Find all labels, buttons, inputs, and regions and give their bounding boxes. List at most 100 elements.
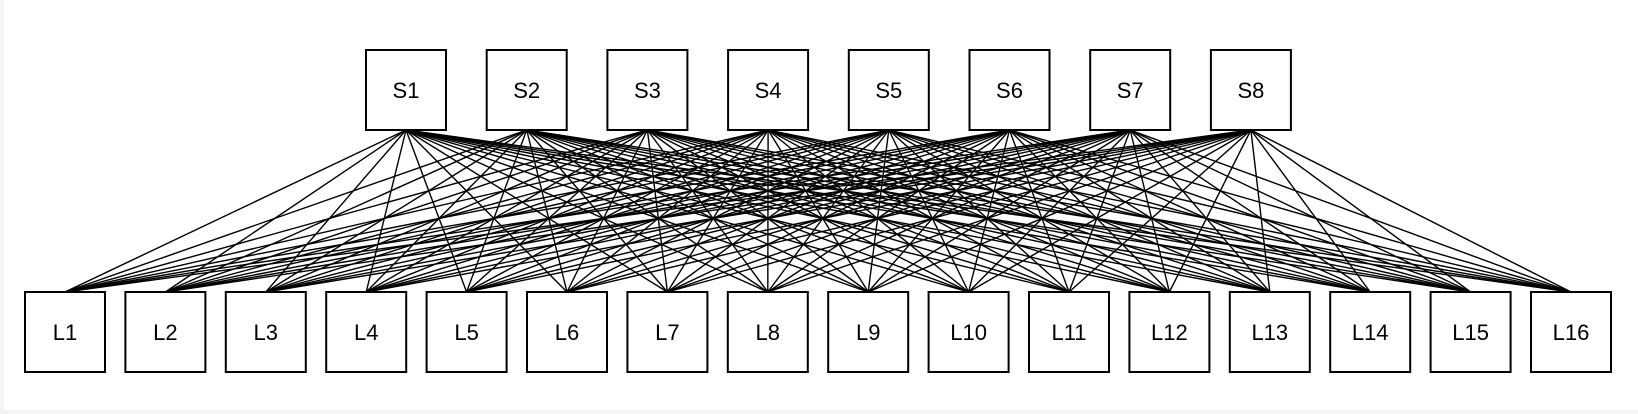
spine-node-s6: S6 [968,49,1051,131]
leaf-node-l3: L3 [224,291,307,373]
spine-label: S8 [1237,78,1264,103]
edge-s6-l16 [1009,129,1572,293]
leaf-node-l16: L16 [1530,291,1612,373]
leaf-box [1128,291,1211,373]
edge-s8-l5 [466,129,1252,293]
leaf-node-l10: L10 [927,291,1010,373]
edge-s8-l14 [1250,129,1371,293]
edge-s6-l1 [64,129,1010,293]
edge-s8-l3 [265,129,1252,293]
spine-label: S6 [996,78,1023,103]
leaf-box [526,291,608,373]
leaf-node-l5: L5 [425,291,508,373]
edges-layer [64,129,1572,293]
spine-box [485,49,568,131]
spine-label: S7 [1117,78,1144,103]
leaf-node-l4: L4 [325,291,408,373]
leaf-node-l1: L1 [24,291,106,373]
edge-s7-l5 [466,129,1131,293]
edge-s8-l7 [667,129,1252,293]
leaf-node-l6: L6 [526,291,608,373]
edge-s8-l15 [1250,129,1472,293]
spine-label: S4 [755,78,782,103]
leaf-label: L1 [53,320,77,345]
edge-s8-l16 [1250,129,1572,293]
leaf-label: L13 [1251,320,1288,345]
left-border-strip [0,0,4,414]
spine-node-s3: S3 [606,49,689,131]
edge-s5-l4 [365,129,890,293]
edge-s8-l11 [1068,129,1252,293]
edge-s4-l1 [64,129,769,293]
leaf-label: L4 [354,320,378,345]
spine-label: S2 [513,78,540,103]
edge-s1-l5 [405,129,468,293]
leaf-label: L7 [655,320,679,345]
edge-s6-l2 [165,129,1010,293]
leaf-node-l15: L15 [1429,291,1512,373]
edge-s5-l6 [566,129,890,293]
leaf-node-l7: L7 [626,291,709,373]
leaf-node-l9: L9 [827,291,910,373]
edge-s8-l1 [64,129,1251,293]
edge-s8-l13 [1250,129,1271,293]
leaf-label: L16 [1553,320,1590,345]
edge-s5-l5 [466,129,890,293]
leaf-box [1228,291,1311,373]
edge-s6-l14 [1009,129,1371,293]
edge-s8-l9 [867,129,1252,293]
leaf-label: L8 [756,320,780,345]
edge-s7-l2 [165,129,1131,293]
leaf-box [124,291,207,373]
spine-label: S5 [875,78,902,103]
leaf-box [425,291,508,373]
leaf-box [24,291,106,373]
leaf-label: L6 [555,320,579,345]
spine-label: S3 [634,78,661,103]
leaf-label: L11 [1051,320,1086,345]
spine-box [727,49,810,131]
spine-node-s7: S7 [1089,49,1172,131]
leaf-box [325,291,408,373]
bottom-border-strip [0,410,1638,414]
leaf-box [1028,291,1110,373]
spine-node-s8: S8 [1209,49,1292,131]
spine-box [606,49,689,131]
edge-s8-l8 [767,129,1252,293]
leaf-node-l8: L8 [726,291,809,373]
edge-s8-l6 [566,129,1252,293]
leaf-label: L15 [1452,320,1489,345]
spine-box [365,49,447,131]
leaf-box [224,291,307,373]
edge-s5-l2 [165,129,889,293]
edge-s2-l2 [165,129,527,293]
spine-box [847,49,930,131]
leaf-box [827,291,910,373]
edge-s8-l2 [165,129,1252,293]
leaf-label: L5 [454,320,478,345]
edge-s6-l5 [466,129,1010,293]
leaf-node-l2: L2 [124,291,207,373]
edge-s3-l6 [566,129,649,293]
edge-s7-l4 [366,129,1131,293]
spine-node-s1: S1 [365,49,447,131]
edge-s7-l6 [566,129,1131,293]
spine-node-s5: S5 [847,49,930,131]
leaf-box [1329,291,1412,373]
edge-s6-l6 [566,129,1010,293]
leaf-label: L9 [856,320,880,345]
leaf-label: L3 [254,320,278,345]
spine-node-s4: S4 [727,49,810,131]
spine-label: S1 [393,78,420,103]
spine-layer: S1 S2 S3 S4 S5 S6 S7 S8 [365,49,1292,131]
edge-s5-l3 [265,129,889,293]
spine-box [968,49,1051,131]
leaf-box [726,291,809,373]
edge-s8-l12 [1168,129,1252,293]
edge-s2-l5 [465,129,528,293]
leaf-box [626,291,709,373]
leaf-box [927,291,1010,373]
edge-s7-l1 [64,129,1131,293]
